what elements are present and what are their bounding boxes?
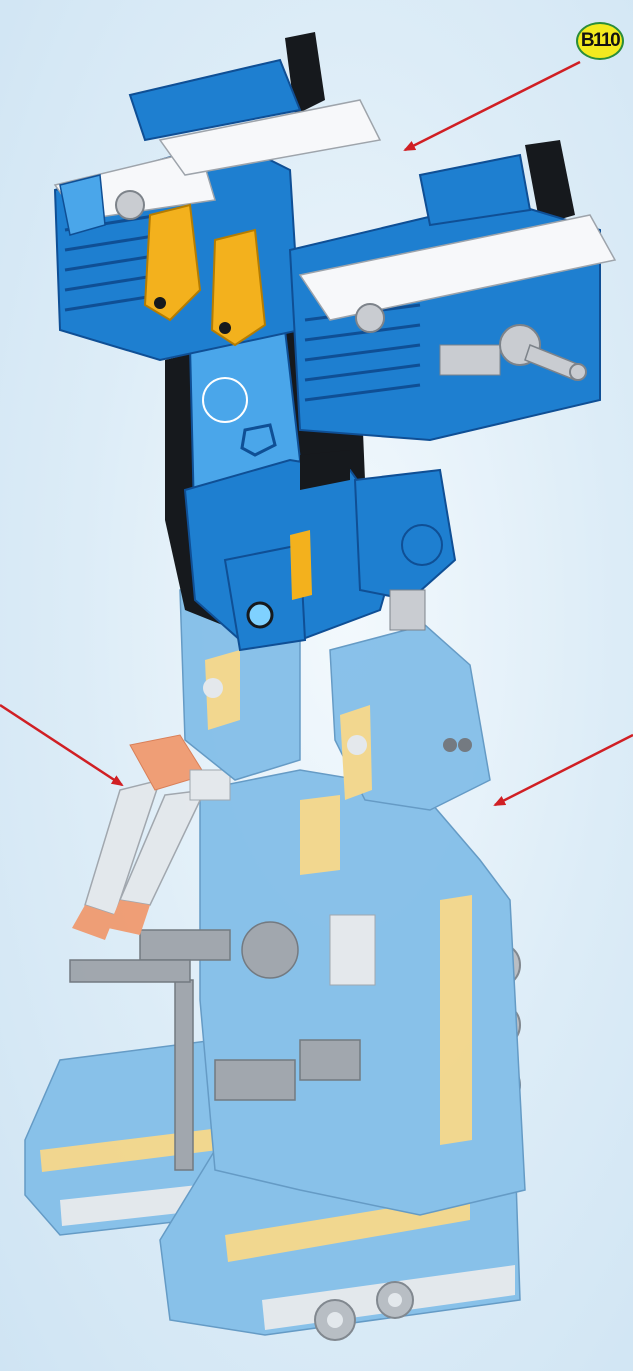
step-number-label: B110 (581, 30, 619, 52)
step-number-badge: B110 (576, 22, 624, 60)
upper-body-assembly (55, 32, 615, 650)
lower-body-ghost (25, 570, 525, 1340)
